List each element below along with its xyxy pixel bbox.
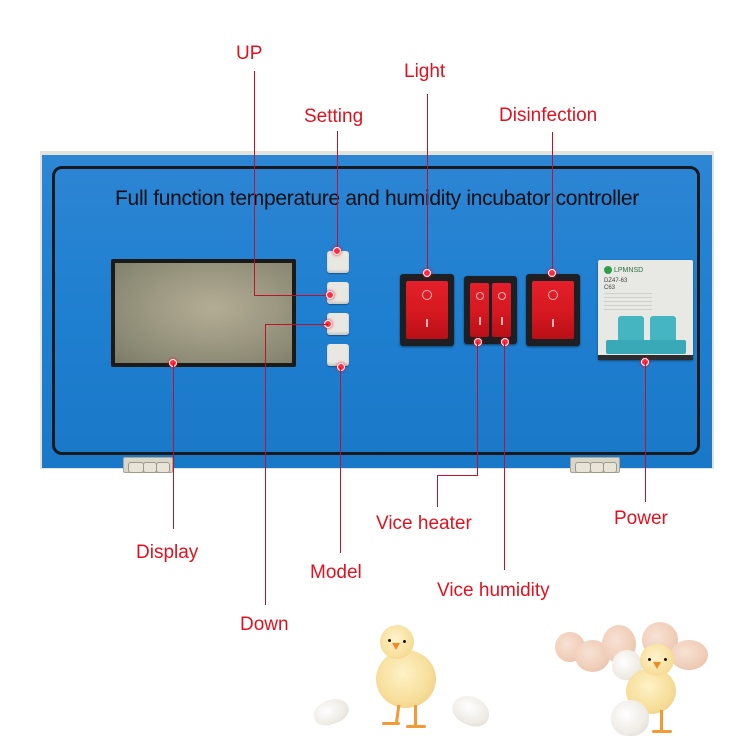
model-callout-dot	[337, 363, 345, 371]
on-symbol-icon	[426, 319, 428, 327]
off-symbol-icon	[422, 290, 432, 300]
right-hinge	[570, 457, 620, 473]
chick-body	[376, 650, 436, 708]
chick-leg	[414, 705, 417, 727]
double-switch-bezel	[464, 276, 517, 344]
power-callout-line	[645, 362, 646, 502]
up-button[interactable]	[327, 282, 349, 304]
breaker-spec-print	[604, 293, 652, 313]
chick-eye	[664, 658, 667, 661]
power-circuit-breaker: LPMNSD DZ47-63 C63	[598, 260, 693, 360]
lcd-screen	[115, 263, 292, 363]
off-symbol-icon	[497, 292, 506, 300]
light-callout-dot	[423, 269, 431, 277]
disinfection-callout-line	[552, 132, 553, 273]
vice-humidity-label: Vice humidity	[437, 580, 550, 601]
chick-eye	[403, 640, 406, 643]
breaker-model: DZ47-63 C63	[604, 278, 628, 291]
panel-title: Full function temperature and humidity i…	[115, 187, 639, 210]
vice-heater-callout-line	[437, 475, 438, 507]
chick-beak	[392, 643, 400, 650]
up-callout-dot	[326, 291, 334, 299]
light-label: Light	[404, 61, 446, 82]
setting-callout-line	[337, 131, 338, 251]
vice-heater-callout-line	[477, 342, 478, 476]
breaker-base	[598, 355, 693, 360]
eggshell	[447, 690, 495, 732]
model-callout-line	[340, 367, 341, 553]
disinfection-callout-dot	[548, 269, 556, 277]
vice-heater-label: Vice heater	[376, 513, 472, 534]
vice-heater-callout-line	[437, 475, 478, 476]
left-hinge	[123, 457, 173, 473]
light-switch-bezel	[400, 274, 454, 346]
chick-foot	[652, 730, 672, 733]
disinfection-switch[interactable]	[532, 281, 574, 339]
on-symbol-icon	[478, 317, 481, 325]
display-label: Display	[136, 542, 199, 563]
vice-heater-switch[interactable]	[470, 283, 489, 337]
panel-border-frame	[52, 166, 700, 455]
off-symbol-icon	[475, 292, 484, 300]
vice-humidity-callout-dot	[501, 338, 509, 346]
setting-label: Setting	[304, 106, 364, 127]
model-button[interactable]	[327, 344, 349, 366]
breaker-brand: LPMNSD	[604, 266, 643, 274]
vice-heater-callout-dot	[474, 338, 482, 346]
down-callout-line	[265, 324, 266, 605]
chick-eye	[648, 658, 651, 661]
disinfection-label: Disinfection	[499, 105, 598, 126]
vice-humidity-callout-line	[504, 342, 505, 570]
chick-leg	[660, 710, 663, 732]
display-callout-line	[173, 363, 174, 529]
on-symbol-icon	[500, 317, 503, 325]
chick-eye	[388, 639, 391, 642]
brand-logo-icon	[604, 266, 612, 274]
breaker-toggle-bar[interactable]	[606, 340, 686, 354]
power-label: Power	[614, 508, 668, 529]
disinfection-switch-bezel	[526, 274, 580, 346]
chick-beak	[653, 662, 661, 669]
setting-callout-dot	[333, 247, 341, 255]
eggshell-pile	[670, 640, 708, 670]
chick-head	[640, 644, 674, 676]
chick-foot	[406, 725, 426, 728]
up-callout-line	[254, 71, 255, 296]
up-label: UP	[236, 43, 263, 64]
chick-foot	[382, 722, 400, 725]
lcd-display	[111, 259, 296, 367]
light-callout-line	[427, 94, 428, 273]
light-switch[interactable]	[406, 281, 448, 339]
down-callout-line	[265, 324, 328, 325]
eggshell	[611, 700, 649, 736]
up-callout-line	[254, 295, 330, 296]
on-symbol-icon	[552, 319, 554, 327]
eggshell	[309, 694, 353, 730]
chick-head	[380, 625, 414, 659]
off-symbol-icon	[548, 290, 558, 300]
setting-button[interactable]	[327, 251, 349, 273]
down-label: Down	[240, 614, 289, 635]
model-label: Model	[310, 562, 362, 583]
vice-humidity-switch[interactable]	[492, 283, 511, 337]
down-button[interactable]	[327, 313, 349, 335]
